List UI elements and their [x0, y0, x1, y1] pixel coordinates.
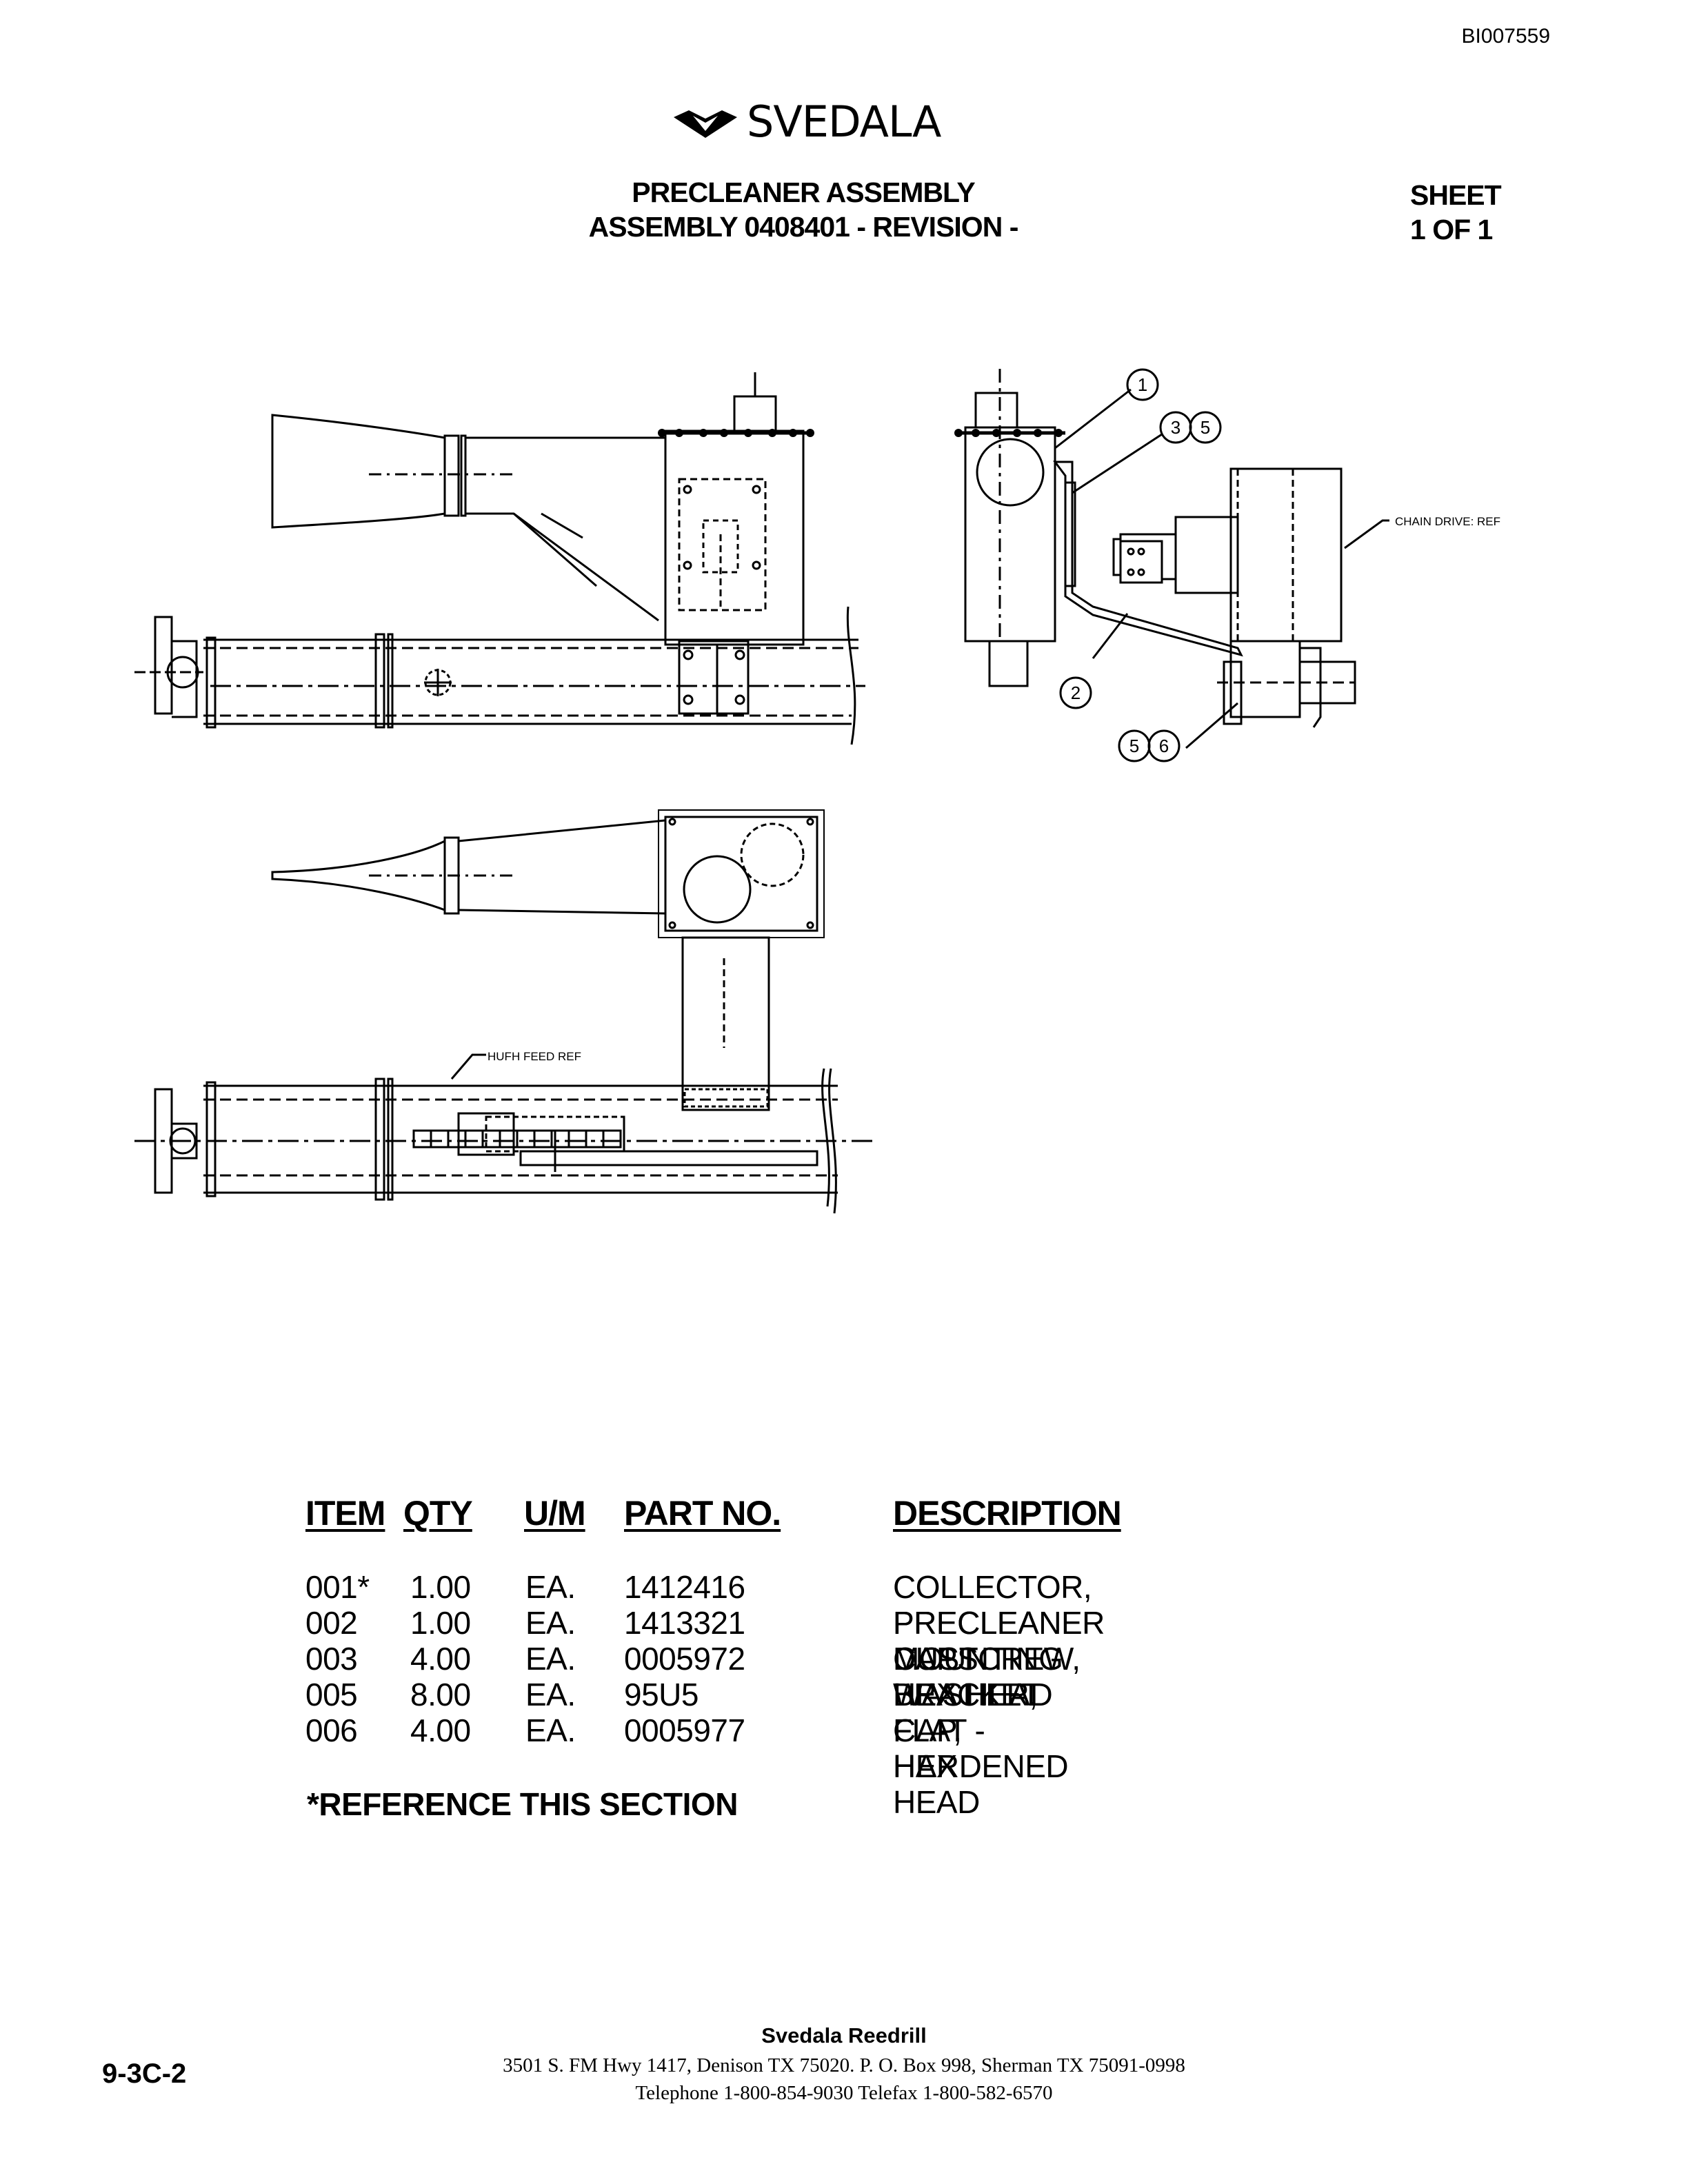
row-2-description: PRECLEANER MOUNTING BRACKET: [893, 1605, 1105, 1712]
col-header-part-no: PART NO.: [624, 1494, 781, 1533]
assembly-drawing: 1 3 5 2 5 6 CHAIN DRIVE: REF: [134, 368, 1500, 1214]
row-4-um: EA.: [525, 1677, 576, 1712]
row-3-description: CAPSCREW, HEX HEAD: [893, 1641, 1081, 1712]
row-4-qty: 8.00: [410, 1677, 471, 1712]
row-1-description: COLLECTOR, PRECLEAN DUST: [893, 1569, 1092, 1677]
row-1-item: 001*: [305, 1569, 370, 1605]
brand-name: SVEDALA: [747, 97, 941, 147]
col-header-item: ITEM: [305, 1494, 385, 1533]
col-header-um: U/M: [524, 1494, 586, 1533]
row-3-qty: 4.00: [410, 1641, 471, 1677]
col-header-description: DESCRIPTION: [893, 1494, 1122, 1533]
row-2-qty: 1.00: [410, 1605, 471, 1641]
row-2-um: EA.: [525, 1605, 576, 1641]
document-id: BI007559: [1461, 25, 1550, 48]
plan-view: HUFH FEED REF: [134, 809, 876, 1214]
col-header-qty: QTY: [403, 1494, 473, 1533]
callout-1: 1: [1138, 374, 1147, 395]
callout-2: 2: [1071, 682, 1081, 703]
row-1-part-no: 1412416: [624, 1569, 745, 1605]
document-title: PRECLEANER ASSEMBLY ASSEMBLY 0408401 - R…: [0, 175, 1607, 244]
auger-feed-label: HUFH FEED REF: [488, 1050, 581, 1063]
footer-contact: 3501 S. FM Hwy 1417, Denison TX 75020. P…: [0, 2052, 1688, 2107]
row-2-part-no: 1413321: [624, 1605, 745, 1641]
sheet-label: SHEET: [1410, 179, 1502, 211]
row-5-part-no: 0005977: [624, 1712, 745, 1748]
row-5-description: CAP, HEX HEAD: [893, 1712, 980, 1820]
row-4-item: 005: [305, 1677, 358, 1712]
row-2-item: 002: [305, 1605, 358, 1641]
row-1-um: EA.: [525, 1569, 576, 1605]
row-1-qty: 1.00: [410, 1569, 471, 1605]
row-4-part-no: 95U5: [624, 1677, 699, 1712]
footer-address: 3501 S. FM Hwy 1417, Denison TX 75020. P…: [503, 2054, 1185, 2076]
callout-3: 3: [1171, 417, 1180, 438]
title-line: PRECLEANER ASSEMBLY: [632, 176, 975, 208]
row-5-item: 006: [305, 1712, 358, 1748]
callout-circles: [1059, 368, 1222, 762]
reference-note: *REFERENCE THIS SECTION: [307, 1786, 738, 1822]
row-5-um: EA.: [525, 1712, 576, 1748]
page-number: 9-3C-2: [102, 2059, 187, 2089]
callout-6: 6: [1159, 736, 1169, 756]
sheet-indicator: SHEET 1 OF 1: [1410, 178, 1502, 247]
callout-5b: 5: [1129, 736, 1139, 756]
row-3-um: EA.: [525, 1641, 576, 1677]
subtitle-line: ASSEMBLY 0408401 - REVISION -: [588, 211, 1019, 243]
row-3-part-no: 0005972: [624, 1641, 745, 1677]
footer-phone: Telephone 1-800-854-9030 Telefax 1-800-5…: [635, 2082, 1053, 2104]
side-view: [134, 372, 865, 745]
chain: [412, 1129, 622, 1149]
footer-company: Svedala Reedrill: [761, 2023, 927, 2048]
svedala-logo: SVEDALA: [672, 97, 941, 147]
row-3-item: 003: [305, 1641, 358, 1677]
callout-5: 5: [1200, 417, 1210, 438]
svedala-logo-icon: [674, 110, 737, 138]
row-4-description: WASHER, FLAT - HARDENED: [893, 1677, 1069, 1784]
sheet-value: 1 OF 1: [1410, 214, 1493, 245]
end-view: 1 3 5 2 5 6 CHAIN DRIVE: REF: [954, 368, 1500, 762]
row-5-qty: 4.00: [410, 1712, 471, 1748]
chain-drive-label: CHAIN DRIVE: REF: [1395, 515, 1500, 528]
